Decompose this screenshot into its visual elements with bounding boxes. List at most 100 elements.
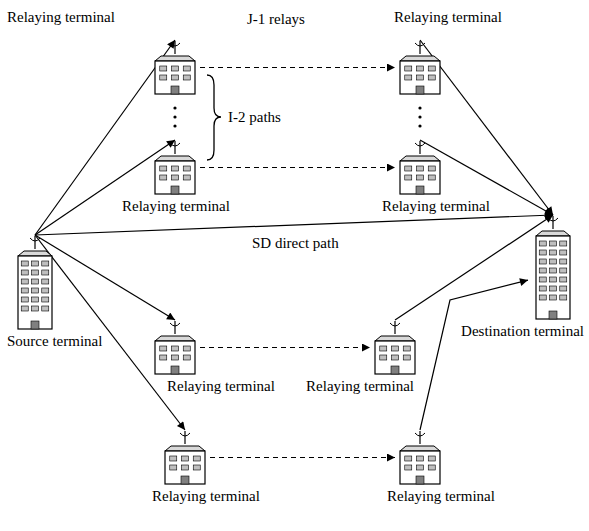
building-window: [539, 241, 546, 246]
terminal-label: Destination terminal: [459, 322, 586, 340]
relay-building: Relaying terminal: [160, 430, 210, 485]
building-window: [417, 75, 424, 80]
antenna-mast: [174, 41, 175, 54]
antenna-mast: [419, 41, 420, 54]
antenna-mast: [394, 321, 395, 334]
building-icon: [160, 430, 210, 485]
building-roof: [400, 156, 440, 161]
building-window: [539, 268, 546, 273]
building-icon: [528, 215, 578, 320]
building-window: [417, 465, 424, 470]
building-window: [560, 259, 567, 264]
building-window: [182, 465, 189, 470]
building-window: [428, 456, 435, 461]
terminal-building: Destination terminal: [528, 215, 578, 320]
dot: [418, 115, 421, 118]
building-window: [21, 297, 28, 302]
building-icon: [395, 140, 445, 195]
terminal-label: Relaying terminal: [165, 377, 277, 395]
relay-building: Relaying terminal: [395, 140, 445, 195]
building-window: [32, 279, 39, 284]
building-window: [539, 277, 546, 282]
antenna-dish: [415, 433, 425, 436]
building-body: [536, 236, 570, 319]
building-icon: [150, 320, 200, 375]
building-body: [155, 341, 195, 374]
antenna-dish: [415, 143, 425, 146]
building-window: [428, 66, 435, 71]
relay-link: [200, 67, 395, 68]
dot: [173, 124, 176, 127]
building-window: [405, 166, 412, 171]
building-window: [32, 288, 39, 293]
building-window: [160, 166, 167, 171]
building-window: [32, 270, 39, 275]
antenna-dish: [415, 43, 425, 46]
building-body: [165, 451, 205, 484]
antenna-dish: [548, 218, 558, 221]
building-window: [403, 346, 410, 351]
radio-link: [35, 140, 175, 235]
terminal-label: Relaying terminal: [392, 8, 504, 26]
building-icon: [150, 40, 200, 95]
antenna-mast: [34, 236, 35, 249]
building-icon: [150, 140, 200, 195]
building-window: [539, 250, 546, 255]
annotation-label: J-1 relays: [245, 10, 307, 28]
building-window: [42, 261, 49, 266]
building-window: [405, 465, 412, 470]
antenna-mast: [419, 431, 420, 444]
building-window: [539, 259, 546, 264]
terminal-label: Source terminal: [5, 332, 104, 350]
building-window: [182, 456, 189, 461]
building-window: [193, 465, 200, 470]
building-window: [550, 295, 557, 300]
relay-building: Relaying terminal: [395, 40, 445, 95]
building-window: [172, 355, 179, 360]
building-window: [160, 75, 167, 80]
building-window: [160, 346, 167, 351]
terminal-label: Relaying terminal: [5, 8, 117, 26]
dot: [173, 106, 176, 109]
building-door: [549, 311, 557, 319]
antenna-dish: [180, 433, 190, 436]
building-window: [21, 261, 28, 266]
terminal-label: Relaying terminal: [120, 197, 232, 215]
building-window: [428, 75, 435, 80]
relay-building: Relaying terminal: [150, 320, 200, 375]
building-body: [400, 61, 440, 94]
building-window: [170, 456, 177, 461]
building-window: [560, 295, 567, 300]
building-window: [560, 277, 567, 282]
terminal-label: Relaying terminal: [150, 487, 262, 505]
building-window: [42, 270, 49, 275]
building-window: [21, 279, 28, 284]
building-icon: [10, 235, 60, 330]
antenna-dish: [390, 323, 400, 326]
building-window: [160, 66, 167, 71]
building-window: [428, 175, 435, 180]
building-body: [18, 256, 52, 329]
building-door: [171, 86, 179, 94]
building-window: [539, 295, 546, 300]
building-window: [380, 355, 387, 360]
antenna-dish: [170, 43, 180, 46]
building-roof: [155, 156, 195, 161]
building-window: [183, 175, 190, 180]
building-window: [21, 288, 28, 293]
building-roof: [400, 446, 440, 451]
building-window: [550, 268, 557, 273]
building-door: [31, 321, 39, 329]
ellipsis-dots: [173, 106, 421, 127]
building-window: [560, 250, 567, 255]
building-window: [560, 241, 567, 246]
antenna-mast: [419, 141, 420, 154]
antenna-dish: [30, 238, 40, 241]
relay-building: Relaying terminal: [150, 140, 200, 195]
building-door: [416, 186, 424, 194]
antenna-dish: [170, 143, 180, 146]
building-window: [417, 175, 424, 180]
radio-link: [420, 280, 528, 430]
building-window: [417, 456, 424, 461]
